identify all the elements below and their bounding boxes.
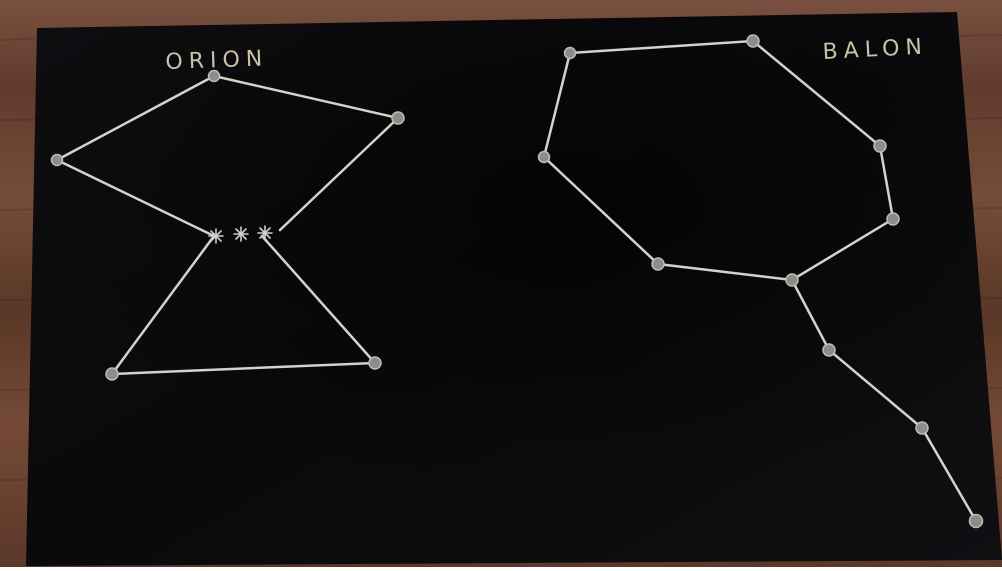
star <box>652 258 664 270</box>
star <box>565 48 576 59</box>
star <box>916 422 928 434</box>
star <box>823 344 835 356</box>
star <box>786 274 798 286</box>
star <box>539 152 550 163</box>
star <box>369 357 381 369</box>
star <box>887 213 899 225</box>
star <box>106 368 118 380</box>
star <box>52 155 63 166</box>
star <box>747 35 759 47</box>
star <box>874 140 886 152</box>
orion-label: ORION <box>165 46 269 75</box>
star <box>392 112 404 124</box>
star <box>970 515 983 528</box>
